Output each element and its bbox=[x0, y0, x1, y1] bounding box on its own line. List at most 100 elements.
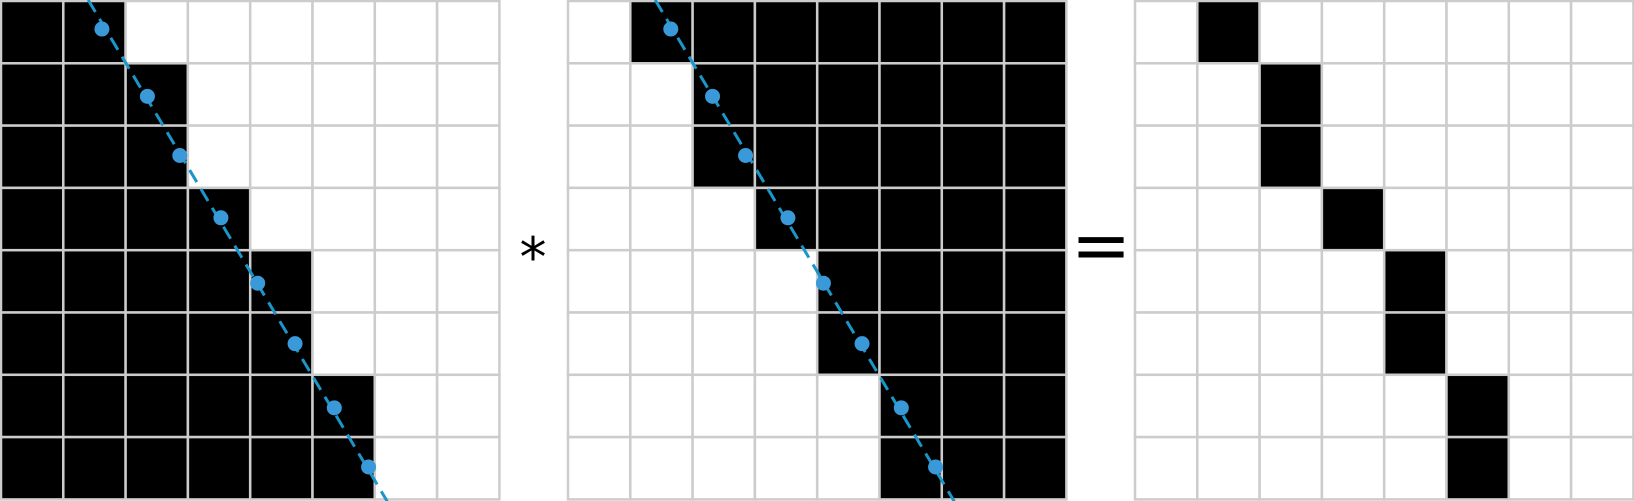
empty-cell bbox=[629, 373, 694, 439]
equals-operator: = bbox=[1071, 203, 1131, 287]
empty-cell bbox=[629, 62, 694, 127]
filled-cell bbox=[0, 124, 65, 190]
empty-cell bbox=[1569, 373, 1634, 439]
boundary-marker bbox=[287, 336, 303, 352]
empty-cell bbox=[1569, 248, 1634, 314]
boundary-marker bbox=[893, 400, 909, 416]
filled-cell bbox=[1002, 435, 1068, 501]
filled-cell bbox=[186, 435, 252, 501]
empty-cell bbox=[1445, 311, 1511, 377]
filled-cell bbox=[753, 62, 819, 127]
empty-cell bbox=[186, 0, 252, 65]
empty-cell bbox=[435, 373, 501, 439]
filled-cell bbox=[753, 124, 819, 190]
empty-cell bbox=[1507, 124, 1573, 190]
empty-cell bbox=[1133, 248, 1199, 314]
empty-cell bbox=[1258, 373, 1324, 439]
empty-cell bbox=[373, 435, 439, 501]
empty-cell bbox=[629, 248, 694, 314]
empty-cell bbox=[1507, 62, 1573, 127]
empty-cell bbox=[1320, 373, 1386, 439]
filled-cell bbox=[62, 435, 127, 501]
filled-cell bbox=[753, 0, 819, 65]
filled-cell bbox=[124, 248, 190, 314]
boundary-marker bbox=[250, 275, 266, 291]
empty-cell bbox=[1382, 435, 1448, 501]
empty-cell bbox=[311, 0, 377, 65]
empty-cell bbox=[1569, 186, 1634, 252]
empty-cell bbox=[1196, 373, 1261, 439]
boundary-marker bbox=[854, 336, 870, 352]
filled-cell bbox=[940, 186, 1006, 252]
empty-cell bbox=[691, 186, 757, 252]
filled-cell bbox=[186, 311, 252, 377]
boundary-marker bbox=[326, 400, 342, 416]
empty-cell bbox=[566, 248, 632, 314]
boundary-dashed-line bbox=[86, 0, 389, 501]
empty-cell bbox=[1382, 0, 1448, 65]
empty-cell bbox=[1196, 248, 1261, 314]
empty-cell bbox=[1507, 373, 1573, 439]
empty-cell bbox=[1196, 311, 1261, 377]
filled-cell bbox=[815, 186, 881, 252]
filled-cell bbox=[1002, 373, 1068, 439]
empty-cell bbox=[186, 62, 252, 127]
boundary-marker bbox=[928, 459, 944, 475]
empty-cell bbox=[1569, 311, 1634, 377]
empty-cell bbox=[373, 311, 439, 377]
filled-cell bbox=[62, 62, 127, 127]
empty-cell bbox=[1320, 435, 1386, 501]
empty-cell bbox=[691, 248, 757, 314]
boundary-marker bbox=[94, 21, 110, 37]
filled-cell bbox=[62, 311, 127, 377]
filled-cell bbox=[124, 435, 190, 501]
empty-cell bbox=[311, 186, 377, 252]
empty-cell bbox=[1445, 124, 1511, 190]
empty-cell bbox=[1133, 0, 1199, 65]
filled-cell bbox=[1382, 248, 1448, 314]
empty-cell bbox=[1320, 0, 1386, 65]
multiply-operator: * bbox=[520, 226, 547, 289]
empty-cell bbox=[566, 124, 632, 190]
empty-cell bbox=[1258, 0, 1324, 65]
filled-cell bbox=[0, 186, 65, 252]
empty-cell bbox=[1320, 124, 1386, 190]
empty-cell bbox=[248, 124, 314, 190]
empty-cell bbox=[1196, 186, 1261, 252]
filled-cell bbox=[691, 0, 757, 65]
filled-cell bbox=[940, 124, 1006, 190]
empty-cell bbox=[753, 248, 819, 314]
empty-cell bbox=[435, 0, 501, 65]
grid-left bbox=[0, 0, 501, 501]
filled-cell bbox=[0, 435, 65, 501]
empty-cell bbox=[691, 373, 757, 439]
filled-cell bbox=[940, 0, 1006, 65]
boundary-marker bbox=[738, 148, 754, 164]
filled-cell bbox=[878, 124, 944, 190]
empty-cell bbox=[1196, 62, 1261, 127]
empty-cell bbox=[186, 124, 252, 190]
empty-cell bbox=[753, 311, 819, 377]
empty-cell bbox=[1569, 435, 1634, 501]
empty-cell bbox=[1507, 0, 1573, 65]
empty-cell bbox=[566, 311, 632, 377]
filled-cell bbox=[815, 0, 881, 65]
empty-cell bbox=[691, 311, 757, 377]
empty-cell bbox=[1133, 311, 1199, 377]
filled-cell bbox=[1382, 311, 1448, 377]
empty-cell bbox=[124, 0, 190, 65]
empty-cell bbox=[435, 62, 501, 127]
filled-cell bbox=[878, 373, 944, 439]
boundary-marker bbox=[139, 88, 155, 104]
empty-cell bbox=[1507, 435, 1573, 501]
empty-cell bbox=[373, 186, 439, 252]
empty-cell bbox=[815, 435, 881, 501]
empty-cell bbox=[311, 124, 377, 190]
empty-cell bbox=[311, 311, 377, 377]
filled-cell bbox=[62, 124, 127, 190]
empty-cell bbox=[691, 435, 757, 501]
empty-cell bbox=[566, 373, 632, 439]
empty-cell bbox=[1320, 62, 1386, 127]
filled-cell bbox=[0, 248, 65, 314]
